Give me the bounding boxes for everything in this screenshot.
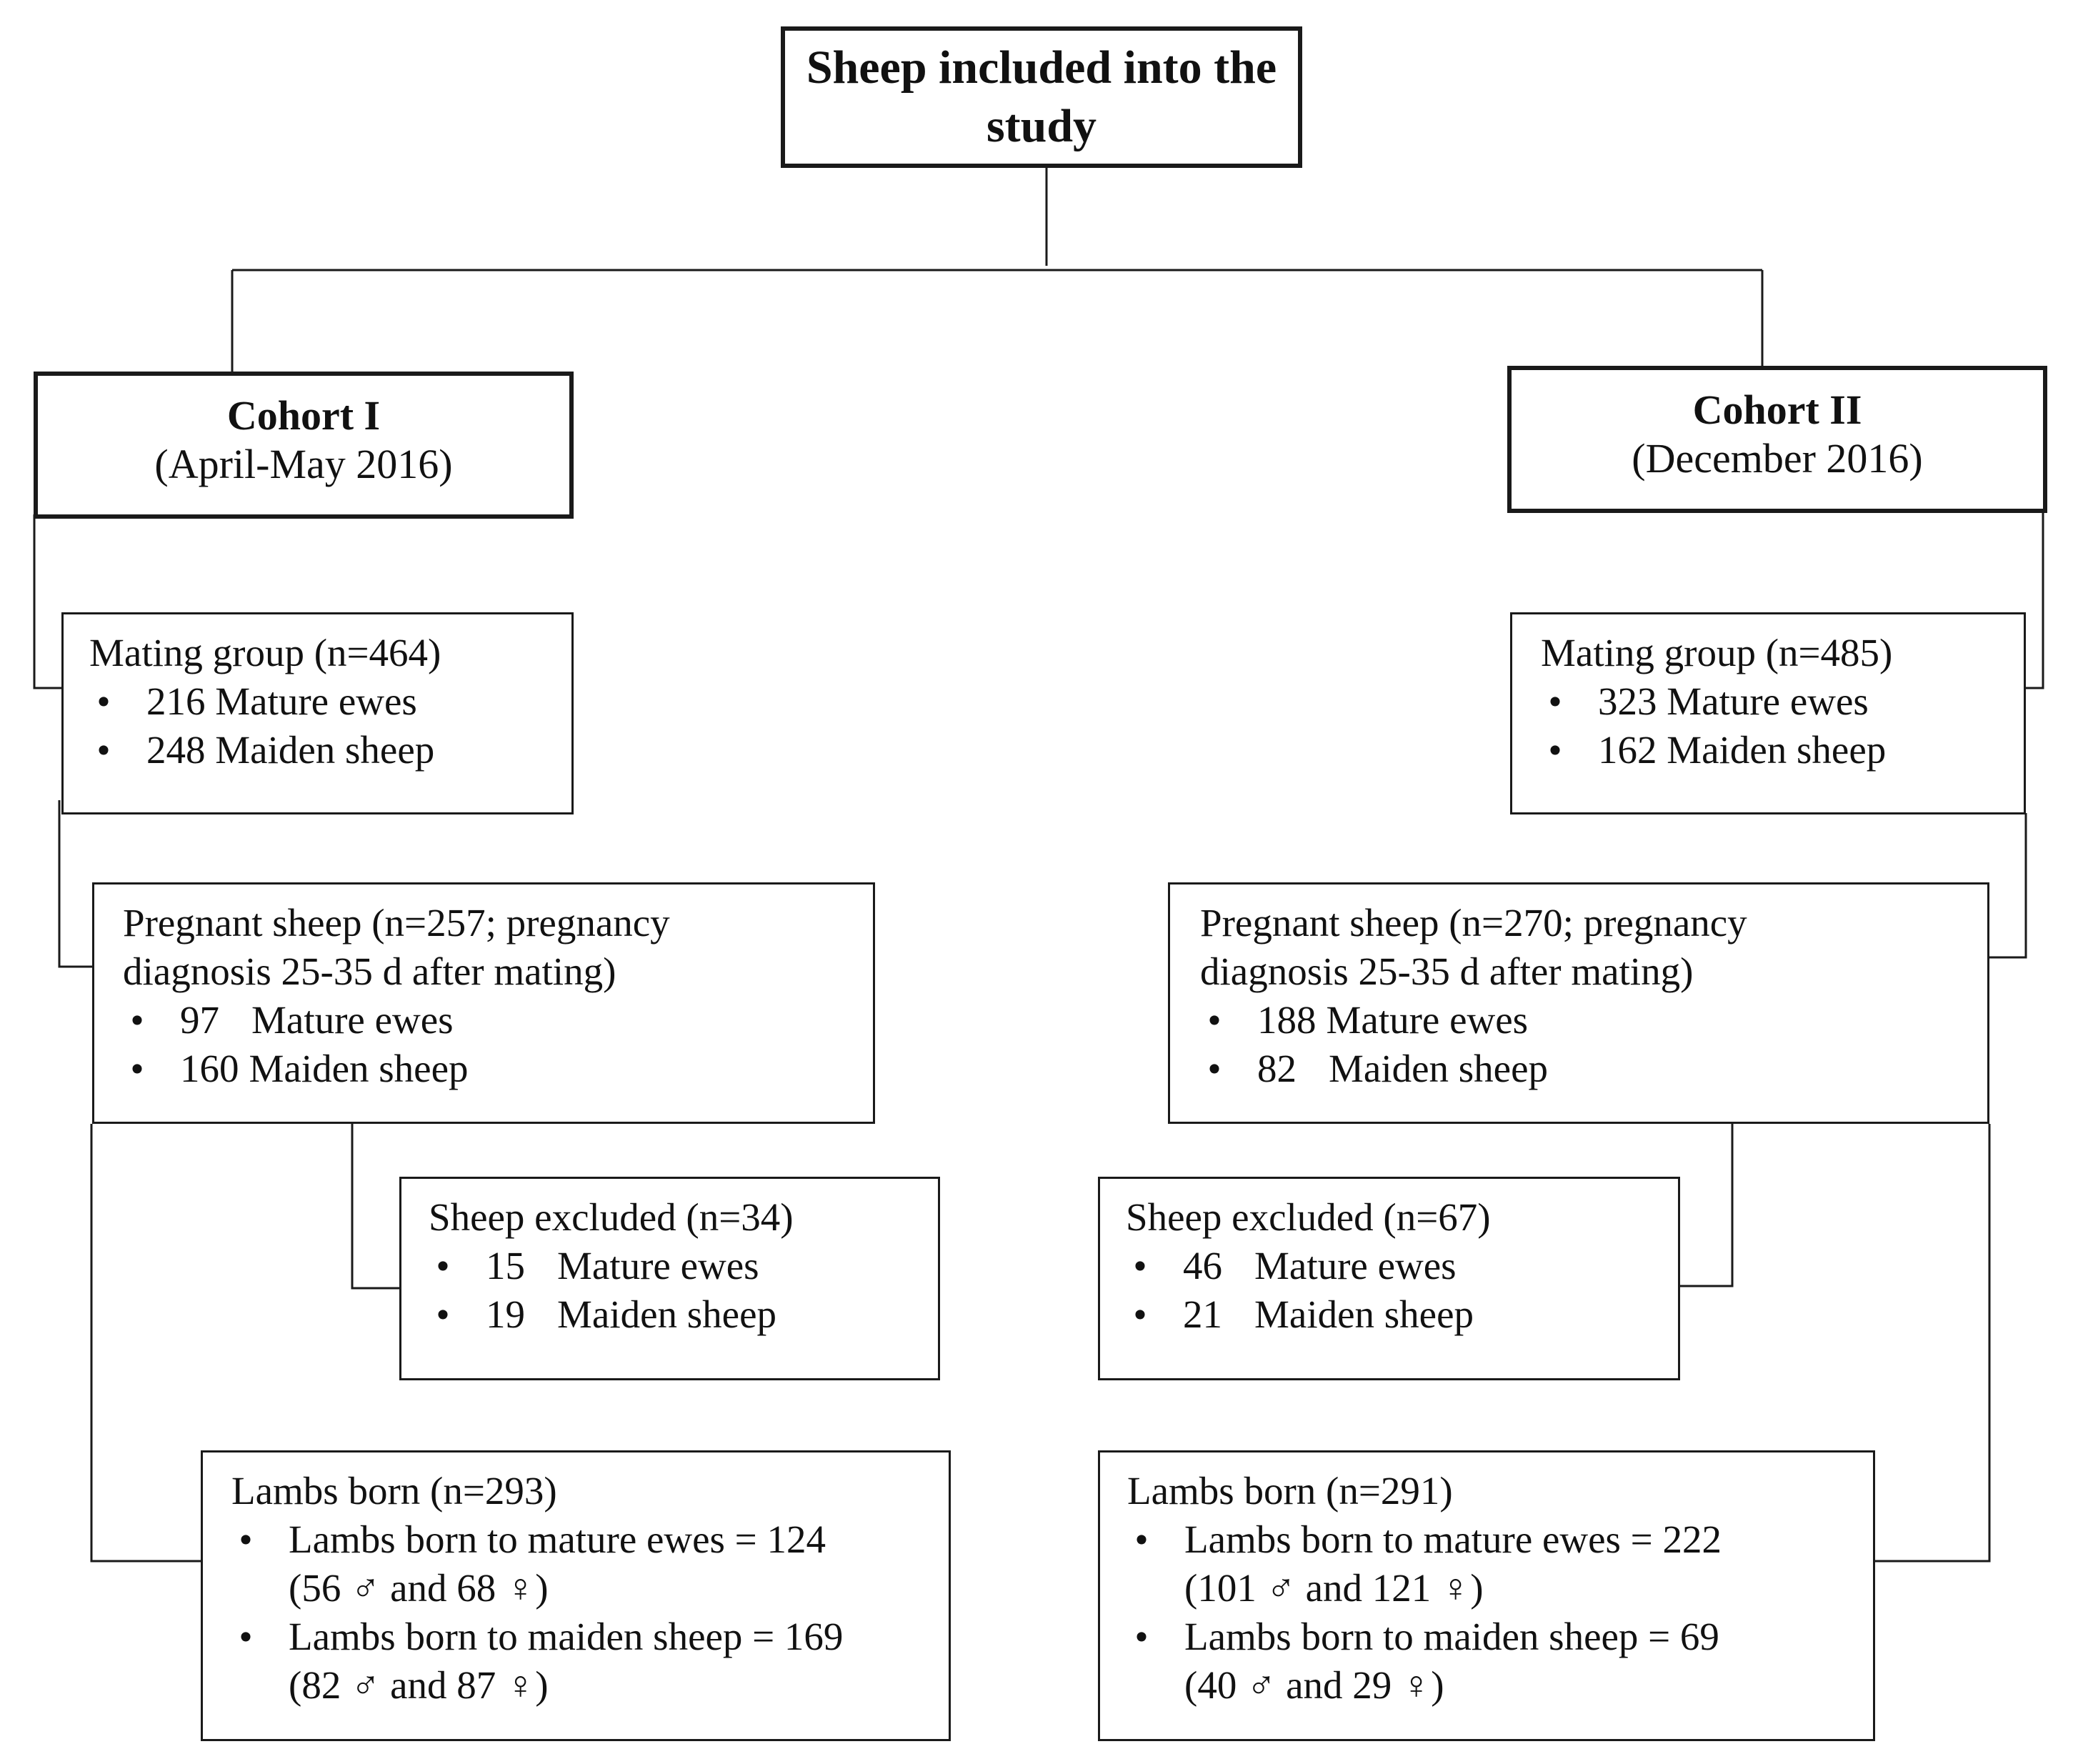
lambs-born-1-list: •Lambs born to mature ewes = 124(56 ♂ an… <box>231 1515 934 1710</box>
connector-pregnant1-excluded1 <box>351 1124 400 1290</box>
list-item: •323 Mature ewes <box>1548 679 1869 723</box>
connector-cohort1-mating <box>33 514 63 689</box>
cohort-1-box: Cohort I (April-May 2016) <box>34 372 574 519</box>
cohort-2-box: Cohort II (December 2016) <box>1507 366 2047 513</box>
pregnant-1-box: Pregnant sheep (n=257; pregnancy diagnos… <box>92 882 875 1124</box>
list-item: •162 Maiden sheep <box>1548 728 1887 772</box>
pregnant-1-heading-line2: diagnosis 25-35 d after mating) <box>123 950 616 993</box>
lambs-born-1-box: Lambs born (n=293) •Lambs born to mature… <box>201 1450 951 1741</box>
list-item: •Lambs born to maiden sheep = 169(82 ♂ a… <box>239 1615 844 1707</box>
root-box: Sheep included into the study <box>781 26 1302 168</box>
list-item: •Lambs born to maiden sheep = 69(40 ♂ an… <box>1134 1615 1719 1707</box>
excluded-2-heading: Sheep excluded (n=67) <box>1126 1195 1491 1239</box>
cohort-1-name: Cohort I <box>226 392 381 439</box>
list-item: •216 Mature ewes <box>96 679 417 723</box>
root-title: Sheep included into the study <box>806 41 1277 152</box>
connector-pregnant1-lambs1 <box>90 1124 202 1563</box>
cohort-2-date: (December 2016) <box>1632 435 1923 482</box>
connector-mating2-pregnant2 <box>1989 813 2027 959</box>
pregnant-2-heading-line1: Pregnant sheep (n=270; pregnancy <box>1200 901 1747 945</box>
mating-group-2-list: •323 Mature ewes •162 Maiden sheep <box>1541 677 2009 774</box>
lambs-born-2-list: •Lambs born to mature ewes = 222(101 ♂ a… <box>1127 1515 1859 1710</box>
list-item: •Lambs born to mature ewes = 222(101 ♂ a… <box>1134 1518 1722 1610</box>
pregnant-2-box: Pregnant sheep (n=270; pregnancy diagnos… <box>1168 882 1989 1124</box>
lambs-born-2-box: Lambs born (n=291) •Lambs born to mature… <box>1098 1450 1875 1741</box>
excluded-1-heading: Sheep excluded (n=34) <box>429 1195 794 1239</box>
connector-cohort2-mating <box>2024 510 2044 689</box>
list-item: •248 Maiden sheep <box>96 728 435 772</box>
lambs-born-1-heading: Lambs born (n=293) <box>231 1469 557 1513</box>
mating-group-1-box: Mating group (n=464) •216 Mature ewes •2… <box>61 612 574 814</box>
connector-pregnant2-excluded2 <box>1679 1124 1734 1287</box>
cohort-2-name: Cohort II <box>1692 387 1862 433</box>
cohort-1-date: (April-May 2016) <box>154 441 453 487</box>
mating-group-2-heading: Mating group (n=485) <box>1541 631 1893 674</box>
connector-mating1-pregnant1 <box>58 800 93 968</box>
mating-group-1-heading: Mating group (n=464) <box>89 631 441 674</box>
list-item: •Lambs born to mature ewes = 124(56 ♂ an… <box>239 1518 826 1610</box>
mating-group-1-list: •216 Mature ewes •248 Maiden sheep <box>89 677 557 774</box>
pregnant-2-heading-line2: diagnosis 25-35 d after mating) <box>1200 950 1694 993</box>
connector-pregnant2-lambs2 <box>1875 1124 1991 1563</box>
pregnant-1-heading-line1: Pregnant sheep (n=257; pregnancy <box>123 901 670 945</box>
lambs-born-2-heading: Lambs born (n=291) <box>1127 1469 1453 1513</box>
mating-group-2-box: Mating group (n=485) •323 Mature ewes •1… <box>1510 612 2026 814</box>
